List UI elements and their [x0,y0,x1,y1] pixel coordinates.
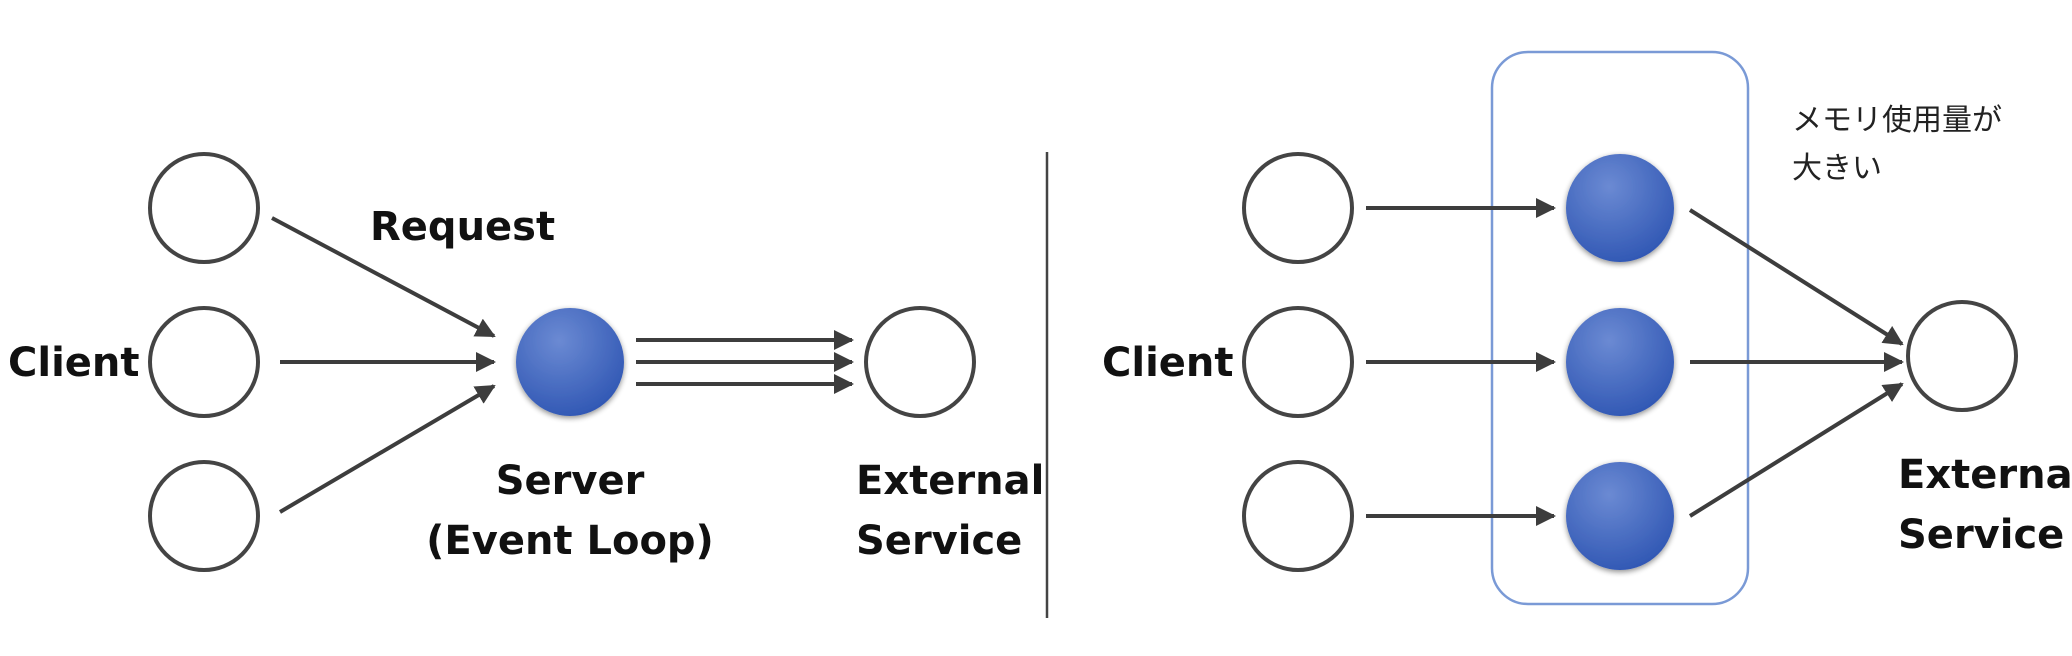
request-label: Request [370,204,555,250]
server-label-line2: (Event Loop) [426,518,714,564]
thread-server-node-2 [1566,308,1674,416]
right-diagram: メモリ使用量が 大きい Client External Service [1102,50,2072,606]
right-external-label-line2: Service [1898,512,2064,558]
left-request-arrow-1 [271,216,496,338]
right-external-service-node [1906,300,2018,412]
right-client-node-3 [1242,460,1354,572]
thread-server-node-1 [1566,154,1674,262]
right-client-node-1 [1242,152,1354,264]
memory-note-line1: メモリ使用量が [1792,103,2002,138]
left-client-node-1 [148,152,260,264]
left-client-node-3 [148,460,260,572]
right-client-node-2 [1242,306,1354,418]
left-client-node-2 [148,306,260,418]
left-external-label-line1: External [856,458,1044,504]
right-external-label-line1: External [1898,452,2072,498]
left-request-arrow-3 [278,384,496,514]
right-client-label: Client [1102,340,1234,386]
left-diagram: Client Request Server (Event Loop) Exter… [8,152,1044,572]
right-external-arrow-3 [1688,382,1904,518]
left-external-service-node [864,306,976,418]
right-external-arrow-1 [1688,208,1904,346]
memory-note-line2: 大きい [1792,151,1882,186]
server-label-line1: Server [496,458,645,504]
left-client-label: Client [8,340,140,386]
left-external-label-line2: Service [856,518,1022,564]
event-loop-server-node [516,308,624,416]
thread-server-node-3 [1566,462,1674,570]
memory-usage-box [1490,50,1750,606]
